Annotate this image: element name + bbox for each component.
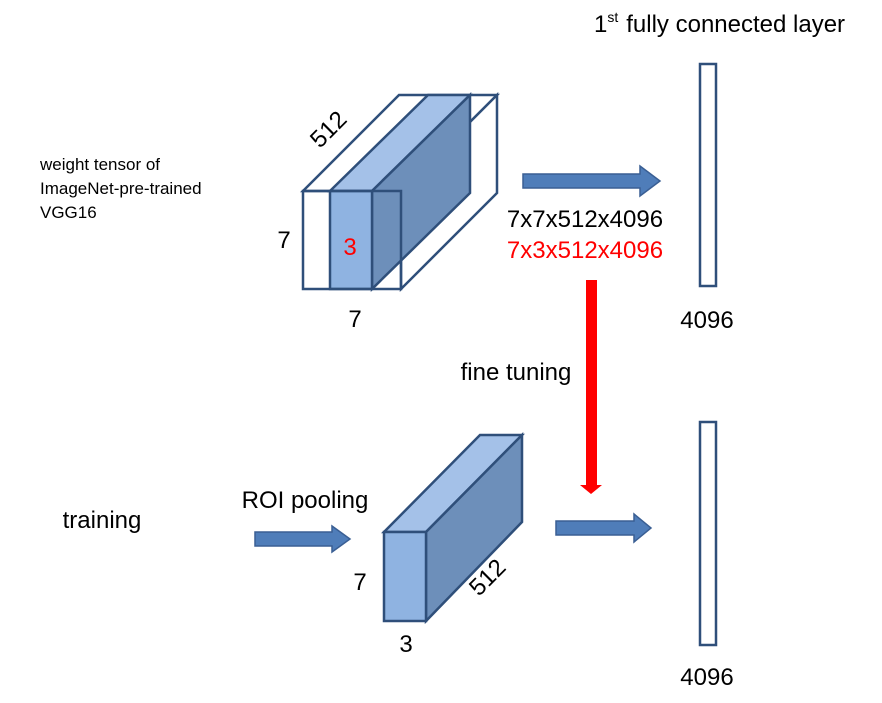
- tensor-width-label: 7: [348, 306, 361, 333]
- weight-label-line-1: weight tensor of: [39, 155, 160, 174]
- fc-layer-rest: fully connected layer: [626, 11, 845, 38]
- bottom-fc-size-label: 4096: [680, 664, 733, 691]
- roi-block-front: [382, 530, 428, 623]
- slice-width-label: 3: [343, 234, 356, 261]
- fc-layer-number: 1: [594, 11, 607, 38]
- weight-label-line-3: VGG16: [40, 203, 97, 222]
- roi-block-height-label: 7: [353, 569, 366, 596]
- weight-tensor-label: weight tensor of ImageNet-pre-trained VG…: [39, 155, 206, 222]
- fc-layer-title: 1st fully connected layer: [594, 9, 845, 38]
- fine-tuning-arrow: [580, 280, 602, 494]
- bottom-right-arrow: [555, 512, 653, 544]
- bottom-fc-layer-bar: [698, 420, 718, 647]
- roi-block-width-label: 3: [399, 631, 412, 658]
- fine-tuning-label: fine tuning: [461, 359, 572, 386]
- top-right-arrow: [522, 164, 662, 198]
- tensor-depth-label: 512: [305, 106, 352, 153]
- tensor-height-label: 7: [277, 227, 290, 254]
- shape-original-label: 7x7x512x4096: [507, 206, 663, 233]
- slice-front-face: [328, 189, 374, 291]
- tensor-outer-front: [301, 189, 403, 291]
- shape-sliced-label: 7x3x512x4096: [507, 237, 663, 264]
- top-fc-size-label: 4096: [680, 307, 733, 334]
- weight-tensor-box: [299, 91, 501, 293]
- weight-label-line-2: ImageNet-pre-trained: [40, 179, 202, 198]
- fc-layer-superscript: st: [607, 9, 618, 25]
- roi-pooling-label: ROI pooling: [242, 487, 369, 514]
- roi-feature-block: [381, 431, 525, 625]
- top-fc-layer-bar: [698, 62, 718, 288]
- roi-pooling-arrow: [254, 524, 352, 554]
- training-label: training: [63, 507, 142, 534]
